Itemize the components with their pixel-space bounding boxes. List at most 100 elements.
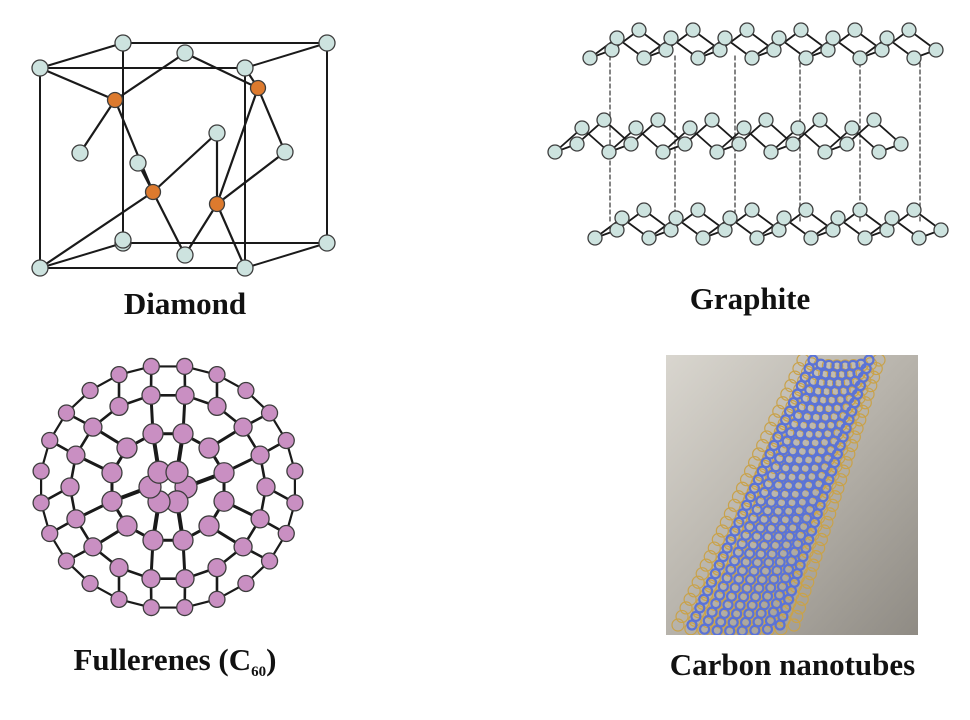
diamond-lattice-icon <box>31 34 336 277</box>
carbon-atom <box>236 259 254 277</box>
c60-atom <box>142 598 160 617</box>
carbon-atom <box>852 50 868 66</box>
carbon-atom <box>636 202 652 218</box>
carbon-atom <box>776 210 792 226</box>
carbon-atom <box>609 30 625 46</box>
c60-atom <box>165 460 189 484</box>
tube-hex-cell <box>828 490 842 504</box>
tube-hex-cell <box>760 456 772 469</box>
c60-atom <box>175 385 195 405</box>
tube-hex-cell <box>687 584 701 598</box>
carbon-atom <box>879 30 895 46</box>
tube-hex-cell <box>774 622 788 635</box>
carbon-atom <box>318 234 336 252</box>
c60-atom <box>176 598 194 617</box>
c60-atom <box>213 490 235 512</box>
carbon-atom <box>744 50 760 66</box>
carbon-atom <box>758 112 774 128</box>
diamond-bond <box>151 131 219 194</box>
carbon-atom <box>31 259 49 277</box>
carbon-atom <box>623 136 639 152</box>
diamond-bond <box>113 98 155 194</box>
c60-atom <box>110 590 128 608</box>
carbon-atom <box>798 202 814 218</box>
tube-hex-cell <box>823 507 837 521</box>
cube-edge <box>244 242 328 269</box>
c60-atom <box>109 557 129 578</box>
tube-hex-cell <box>748 482 761 494</box>
c60-atom <box>172 423 194 445</box>
carbon-atom <box>844 120 860 136</box>
fullerenes-caption-end: ) <box>266 642 277 677</box>
carbon-atom <box>641 230 657 246</box>
fullerenes-caption-subscript: 60 <box>251 664 267 680</box>
carbon-atom <box>739 22 755 38</box>
tube-hex-cell <box>721 542 733 554</box>
tube-hex-cell <box>820 515 834 530</box>
c60-atom <box>81 574 99 593</box>
tube-hex-cell <box>729 525 741 537</box>
tube-hex-cell <box>691 575 705 589</box>
c60-atom <box>207 396 227 417</box>
carbon-atom <box>663 30 679 46</box>
carbon-atom <box>839 136 855 152</box>
diamond-bond <box>183 51 260 90</box>
inner-carbon-atom <box>144 183 162 201</box>
tube-hex-cell <box>738 502 752 516</box>
carbon-atom <box>852 202 868 218</box>
diamond-bond <box>215 202 247 270</box>
c60-atom <box>237 381 255 400</box>
diamond-bond <box>113 51 187 102</box>
graphite-layers-icon <box>547 22 949 246</box>
tube-hex-cell <box>734 511 749 525</box>
tube-hex-cell <box>686 619 698 631</box>
carbon-atom <box>636 50 652 66</box>
carbon-atom <box>928 42 944 58</box>
carbon-atom <box>547 144 563 160</box>
carbon-atom <box>798 50 814 66</box>
c60-atom <box>83 537 103 557</box>
diamond-bond <box>151 190 187 257</box>
tube-hex-cell <box>741 499 753 511</box>
carbon-atom <box>236 59 254 77</box>
carbon-atom <box>906 202 922 218</box>
c60-atom <box>57 552 76 570</box>
tube-hex-cell <box>791 388 803 400</box>
diamond-caption: Diamond <box>123 286 247 321</box>
fullerenes-caption: Fullerenes (C60) <box>20 642 330 681</box>
carbon-atom <box>906 50 922 66</box>
tube-hex-cell <box>825 498 839 512</box>
carbon-atom <box>731 136 747 152</box>
c60-atom <box>260 552 279 570</box>
carbon-atom <box>704 112 720 128</box>
tube-hex-cell <box>671 618 685 632</box>
carbon-atom <box>771 30 787 46</box>
tube-hex-cell <box>836 464 850 478</box>
tube-hex-cell <box>834 473 848 487</box>
tube-hex-cell <box>772 431 784 443</box>
tube-hex-cell <box>702 585 714 597</box>
c60-atom <box>237 574 255 593</box>
c60-atom <box>142 423 164 445</box>
carbon-atom <box>871 144 887 160</box>
carbon-atom <box>628 120 644 136</box>
nanotubes-caption: Carbon nanotubes <box>669 647 916 682</box>
tube-hex-cell <box>733 516 745 529</box>
tube-hex-cell <box>684 622 698 635</box>
c60-atom <box>110 366 128 384</box>
tube-hex-cell <box>831 481 845 495</box>
diamond-bond <box>215 150 287 206</box>
c60-atom <box>66 445 86 465</box>
carbon-nanotube-image <box>666 355 918 635</box>
tube-hex-cell <box>694 602 706 614</box>
c60-atom <box>256 477 276 497</box>
carbon-atom <box>655 144 671 160</box>
carbon-atom <box>825 30 841 46</box>
carbon-atom <box>668 210 684 226</box>
carbon-atom <box>933 222 949 238</box>
c60-atom <box>141 385 161 405</box>
carbon-atom <box>817 144 833 160</box>
carbon-atom <box>677 136 693 152</box>
c60-atom <box>277 431 295 450</box>
carbon-atom <box>763 144 779 160</box>
